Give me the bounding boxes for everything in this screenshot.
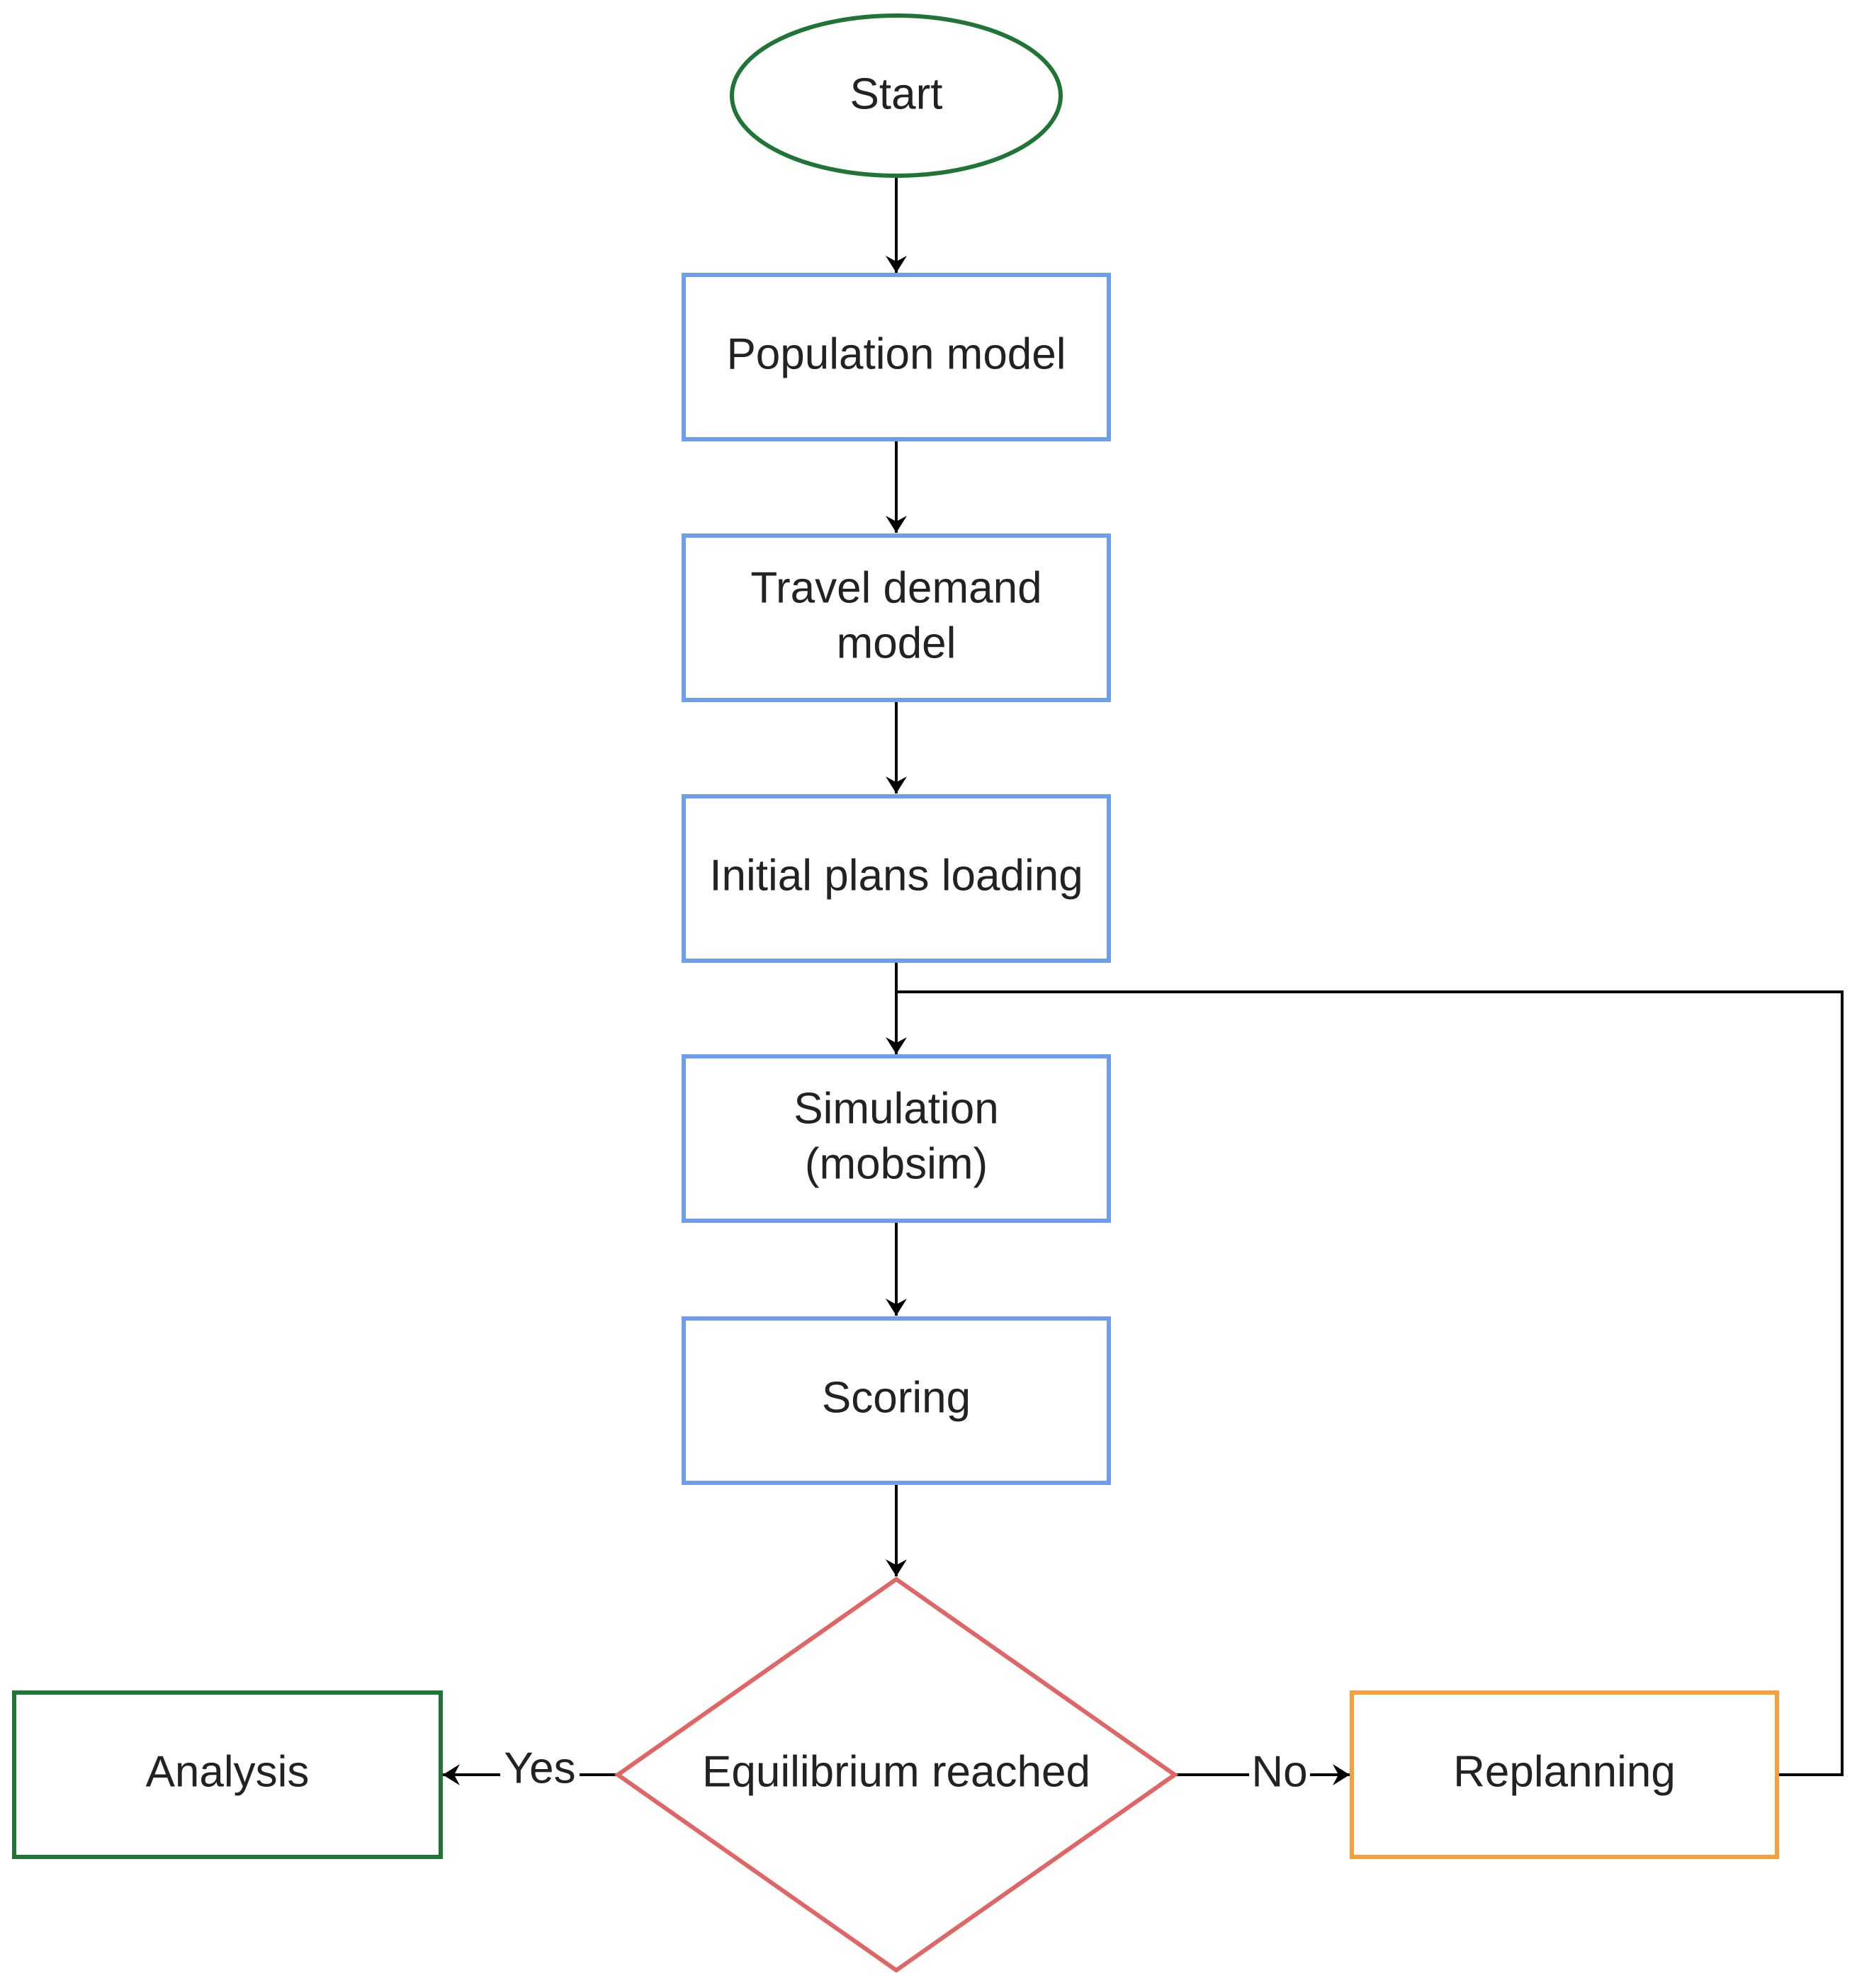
node-travel-demand-model: Travel demand model	[682, 533, 1111, 702]
node-analysis: Analysis	[12, 1690, 443, 1859]
edge-replanning-loop-back	[896, 990, 1844, 1776]
edge-label-yes-text: Yes	[504, 1744, 575, 1792]
node-equilibrium-label: Equilibrium reached	[702, 1747, 1090, 1796]
node-travel-demand-model-label-line1: Travel demand	[750, 563, 1042, 612]
node-replanning: Replanning	[1350, 1690, 1779, 1859]
node-population-model-label: Population model	[726, 329, 1066, 378]
edge-label-no-text: No	[1251, 1747, 1307, 1796]
node-population-model: Population model	[682, 273, 1111, 441]
node-start-label: Start	[850, 69, 943, 118]
node-equilibrium-decision: Equilibrium reached	[614, 1576, 1179, 1973]
edge-label-yes: Yes	[500, 1743, 580, 1800]
node-simulation-label-line1: Simulation	[794, 1084, 998, 1133]
node-initial-plans-loading: Initial plans loading	[682, 794, 1111, 963]
edge-label-no: No	[1249, 1746, 1310, 1803]
node-replanning-label: Replanning	[1453, 1747, 1676, 1796]
node-scoring: Scoring	[682, 1316, 1111, 1485]
node-travel-demand-model-label-line2: model	[837, 619, 956, 667]
edges	[443, 177, 1844, 1785]
node-initial-plans-loading-label: Initial plans loading	[709, 851, 1083, 900]
node-scoring-label: Scoring	[822, 1373, 971, 1422]
node-analysis-label: Analysis	[146, 1747, 310, 1796]
node-simulation-label-line2: (mobsim)	[805, 1139, 988, 1188]
node-simulation: Simulation (mobsim)	[682, 1054, 1111, 1223]
node-start: Start	[730, 13, 1063, 178]
